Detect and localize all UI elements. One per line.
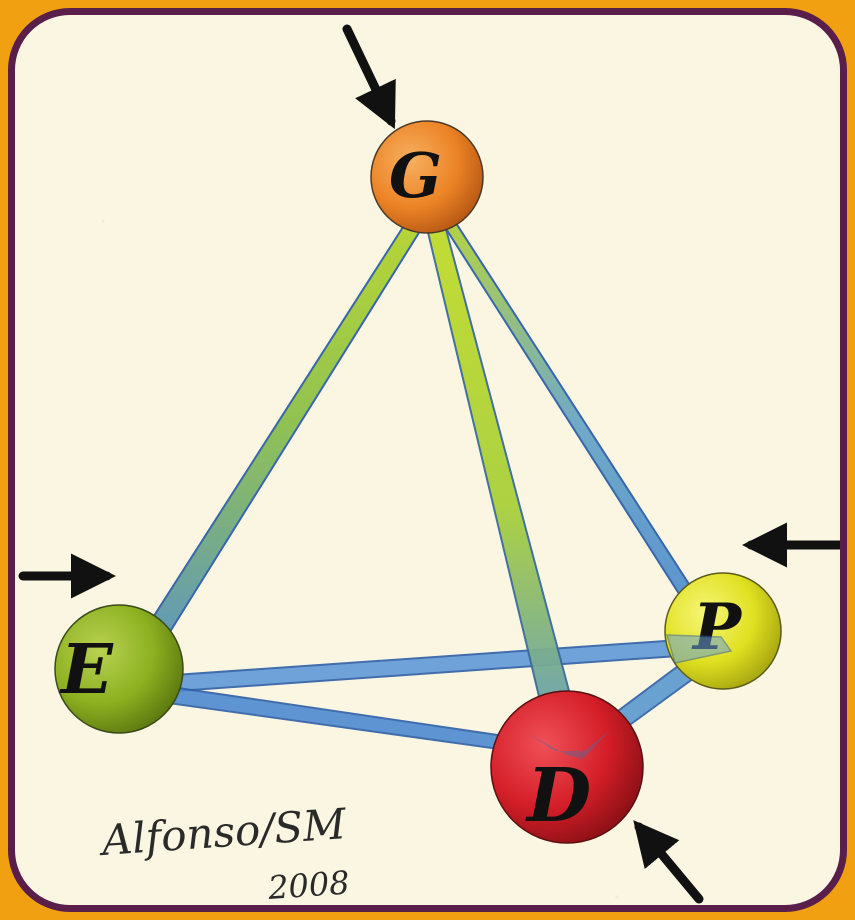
tetrahedron-diagram: G E P D Alfonso/SM 2008	[15, 15, 847, 912]
edge-e-p	[117, 637, 723, 695]
node-e-label: E	[59, 630, 114, 710]
node-g: G	[371, 121, 483, 233]
node-d-label: D	[525, 753, 591, 839]
edge-g-p	[427, 199, 727, 647]
node-g-label: G	[389, 139, 442, 212]
arrow-g	[347, 29, 391, 121]
signature: Alfonso/SM 2008	[96, 799, 351, 907]
signature-name: Alfonso/SM	[96, 799, 348, 865]
arrow-d	[639, 827, 699, 899]
node-p: P	[665, 573, 781, 689]
node-d: D	[491, 691, 643, 843]
edge-g-e	[111, 199, 435, 691]
node-e: E	[55, 605, 183, 733]
signature-year: 2008	[266, 863, 351, 907]
drawing-frame: G E P D Alfonso/SM 2008	[8, 8, 847, 912]
